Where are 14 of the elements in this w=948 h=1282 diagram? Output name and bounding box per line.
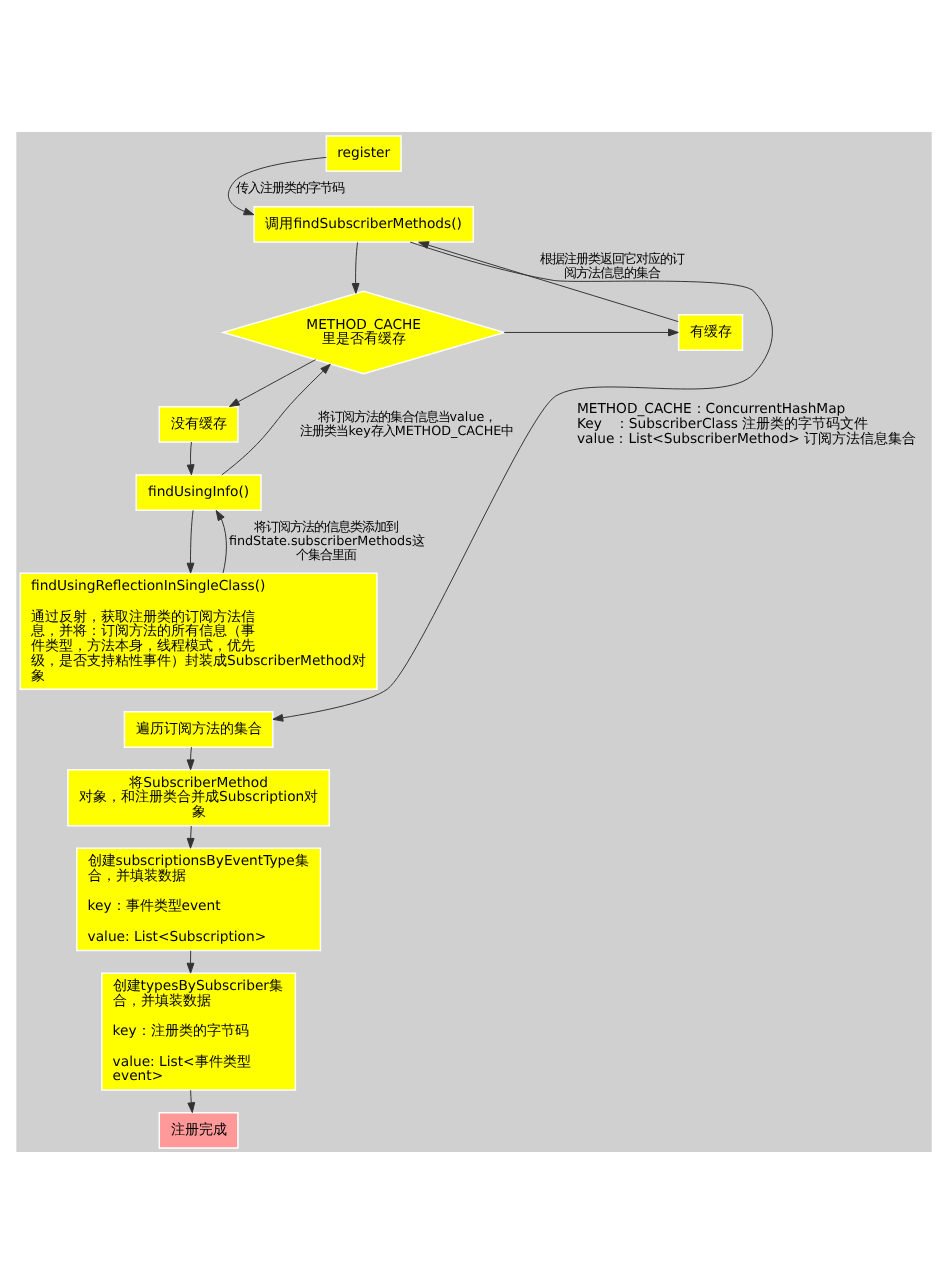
arrow [186,824,195,848]
arrow [418,240,679,322]
arrow [503,327,679,336]
arrow [187,1088,196,1113]
arrow [221,362,331,475]
arrow [215,508,227,573]
arrow [227,155,327,215]
arrow [186,440,195,475]
arrow [228,358,316,407]
arrow [272,240,773,721]
arrow [186,508,195,573]
arrow [351,240,360,293]
arrow [186,745,195,770]
arrow [186,949,195,973]
